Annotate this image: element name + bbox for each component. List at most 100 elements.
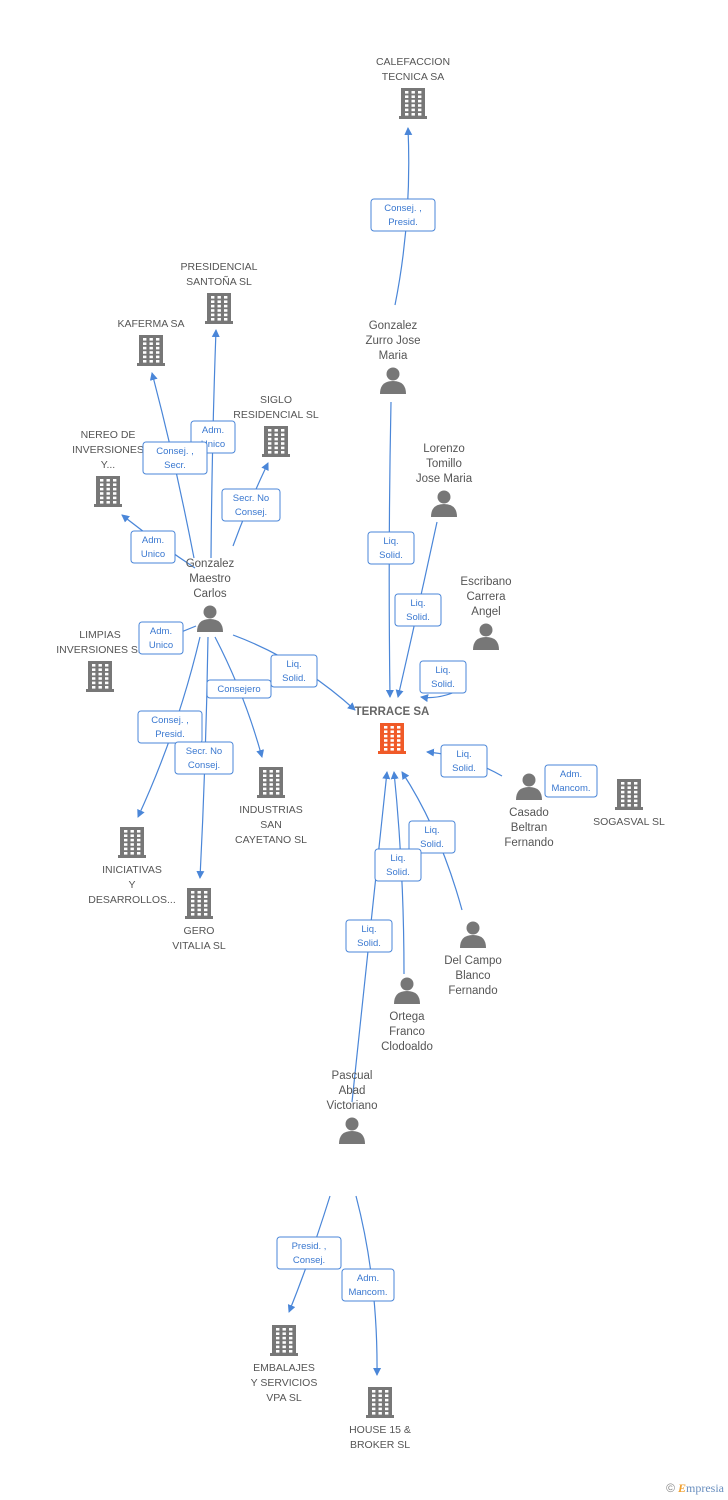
role-badge[interactable]: Liq.Solid. — [270, 654, 318, 688]
role-badge[interactable]: Adm. Unico — [138, 621, 184, 655]
node-calefaccion[interactable]: CALEFACCION TECNICA SA — [376, 56, 450, 119]
role-line: Adm. — [142, 535, 164, 546]
name-line: Casado — [509, 807, 549, 819]
role-line: Adm. — [560, 769, 582, 780]
name-line: SIGLO — [260, 394, 292, 406]
building-icon — [257, 767, 285, 798]
building-icon — [378, 723, 406, 754]
copyright-symbol: © — [666, 1481, 675, 1495]
role-badge-box — [440, 744, 488, 778]
name-line: EMBALAJES — [253, 1362, 315, 1374]
name-line: Zurro Jose — [366, 335, 421, 347]
company-name: KAFERMA SA — [117, 318, 184, 330]
role-badge[interactable]: Liq.Solid. — [367, 531, 415, 565]
node-kaferma[interactable]: KAFERMA SA — [117, 318, 185, 366]
role-badge-box — [276, 1236, 342, 1270]
role-badge[interactable]: Consej. ,Presid. — [137, 710, 203, 744]
name-line: Escribano — [460, 576, 511, 588]
role-badge[interactable]: Presid. ,Consej. — [276, 1236, 342, 1270]
role-badge-box — [130, 530, 176, 564]
role-badge-box — [544, 764, 598, 798]
role-badge[interactable]: Liq.Solid. — [345, 919, 393, 953]
role-line: Liq. — [435, 665, 450, 676]
building-icon — [137, 335, 165, 366]
name-line: Angel — [471, 606, 500, 618]
name-line: INVERSIONES — [72, 444, 144, 456]
person-icon — [473, 623, 499, 650]
name-line: VPA SL — [266, 1392, 302, 1404]
role-badge[interactable]: Liq.Solid. — [394, 593, 442, 627]
role-badge[interactable]: Liq.Solid. — [374, 848, 422, 882]
name-line: HOUSE 15 & — [349, 1424, 411, 1436]
building-icon — [205, 293, 233, 324]
role-line: Consej. , — [384, 203, 422, 214]
role-line: Solid. — [431, 679, 455, 690]
name-line: TERRACE SA — [355, 706, 430, 718]
role-line: Unico — [149, 640, 173, 651]
role-badge[interactable]: Adm.Mancom. — [341, 1268, 395, 1302]
role-line: Adm. — [202, 425, 224, 436]
name-line: INDUSTRIAS — [239, 804, 303, 816]
role-text: Liq.Solid. — [406, 598, 430, 623]
role-badge[interactable]: Adm.Unico — [130, 530, 176, 564]
name-line: TECNICA SA — [382, 71, 444, 83]
role-badge[interactable]: Adm.Mancom. — [544, 764, 598, 798]
role-line: Liq. — [410, 598, 425, 609]
role-line: Liq. — [383, 536, 398, 547]
role-badge[interactable]: Consej. ,Presid. — [370, 198, 436, 232]
role-badge[interactable]: Consejero — [206, 679, 272, 699]
name-line: INVERSIONES SL — [56, 644, 144, 656]
name-line: CALEFACCION — [376, 56, 450, 68]
role-line: Mancom. — [348, 1287, 387, 1298]
role-line: Liq. — [424, 825, 439, 836]
role-badge[interactable]: Liq.Solid. — [408, 820, 456, 854]
role-line: Adm. — [150, 626, 172, 637]
role-text: Liq.Solid. — [386, 853, 410, 878]
role-badge-box — [367, 531, 415, 565]
nodes-layer: TERRACE SA CALEFACCION TECNICA SA PRESIDENC… — [56, 56, 665, 1451]
role-badge[interactable]: Liq. Solid. — [419, 660, 467, 694]
role-line: Liq. — [286, 659, 301, 670]
role-badge[interactable]: Consej. ,Secr. — [142, 441, 208, 475]
role-badge[interactable]: Liq.Solid. — [440, 744, 488, 778]
role-text: Presid. ,Consej. — [292, 1241, 327, 1266]
role-badge-box — [345, 919, 393, 953]
node-house15[interactable]: HOUSE 15 &BROKER SL — [349, 1387, 411, 1451]
name-line: Beltran — [511, 822, 547, 834]
name-line: Gonzalez — [186, 558, 235, 570]
node-terrace[interactable]: TERRACE SA — [355, 706, 430, 754]
name-line: Lorenzo — [423, 443, 465, 455]
name-line: SOGASVAL SL — [593, 816, 665, 828]
node-sogasval[interactable]: SOGASVAL SL — [593, 779, 665, 828]
role-text: Adm.Mancom. — [551, 769, 590, 794]
role-text: Liq.Solid. — [379, 536, 403, 561]
role-badge-box — [138, 621, 184, 655]
name-line: SAN — [260, 819, 282, 831]
role-line: Secr. — [164, 460, 186, 471]
